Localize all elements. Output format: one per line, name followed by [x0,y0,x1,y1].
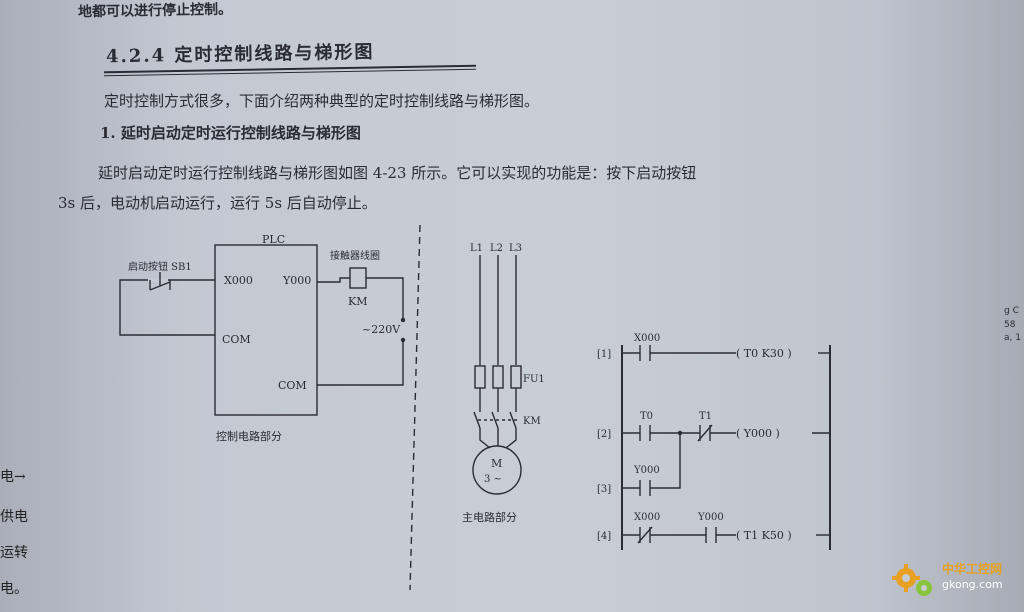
rung2-output: ( Y000 ) [736,427,780,440]
phase-l1-label: L1 [470,243,483,254]
intro-paragraph: 定时控制方式很多，下面介绍两种典型的定时控制线路与梯形图。 [104,92,540,110]
x000-terminal-label: X000 [224,274,253,287]
edge-fragment: 供电 [0,509,28,525]
fuse-l1 [474,365,486,389]
rung2-index: [2] [597,429,611,440]
divider-dashed [409,224,421,591]
rung4-index: [4] [597,531,611,542]
watermark-brand: 中华工控网 [942,562,1003,576]
gkong-gear-logo-icon [892,564,932,596]
subsection-heading: 1. 延时启动定时运行控制线路与梯形图 [100,124,361,142]
body-paragraph-line2: 3s 后，电动机启动运行，运行 5s 后自动停止。 [58,194,377,212]
rung3-contact-label: Y000 [633,465,660,476]
start-button-label: 启动按钮 SB1 [128,260,192,273]
km-contact-l2 [491,411,499,429]
fuse-l2 [492,365,504,389]
com-terminal-label-1: COM [222,333,251,346]
com-wire [317,340,404,386]
motor-m-label: M [491,457,502,470]
rung2-contact1-label: T0 [640,411,653,422]
edge-fragment: 电。 [0,581,28,597]
rung3-index: [3] [597,484,611,495]
start-button-wire [119,279,215,336]
edge-fragment: 电→ [0,469,26,485]
motor-lead-1 [479,428,491,449]
control-circuit-caption: 控制电路部分 [216,429,282,443]
km-contact-l3 [509,411,517,429]
km-coil-label: KM [348,295,367,308]
body-paragraph-line1: 延时启动定时运行控制线路与梯形图如图 4-23 所示。它可以实现的功能是：按下启… [98,164,697,182]
motor-lead-3 [505,428,517,449]
rung4-output: ( T1 K50 ) [736,529,792,542]
rung1-index: [1] [597,349,611,360]
edge-fragment: 运转 [0,545,28,561]
main-km-label: KM [523,416,541,427]
motor-phase-label: 3 ~ [484,474,502,485]
motor-circle [472,445,522,495]
y000-wire [317,277,350,283]
main-circuit-caption: 主电路部分 [462,510,517,524]
phase-l2-label: L2 [490,243,503,254]
km-contact-l1 [473,411,481,429]
y000-terminal-label: Y000 [282,274,311,287]
contactor-coil [349,267,367,289]
fuse-label: FU1 [523,374,545,385]
edge-fragment: g C [1004,306,1019,316]
rung4-contact2-label: Y000 [697,512,724,523]
rung2-contact2-nc-slash [697,424,713,442]
edge-fragment: 58 [1004,320,1016,330]
rung3-branch-wire [650,433,681,489]
contactor-coil-label: 接触器线圈 [330,249,380,262]
rung1-output: ( T0 K30 ) [736,347,792,360]
edge-fragment: a, 1 [1004,333,1021,343]
plc-label: PLC [262,233,285,246]
plc-box [214,244,318,416]
rung2-contact2-label: T1 [699,411,712,422]
ladder-junction [677,430,683,436]
rung1-contact-label: X000 [634,333,660,344]
phase-l3-label: L3 [509,243,522,254]
supply-voltage-label: ~220V [362,323,401,336]
coil-wire [366,277,404,320]
terminal-top [400,317,406,323]
com-terminal-label-2: COM [278,379,307,392]
watermark-url: gkong.com [942,578,1003,591]
terminal-bottom [400,337,406,343]
rung4-contact1-label: X000 [634,512,660,523]
rung4-contact1-nc-slash [637,526,653,544]
fuse-l3 [510,365,522,389]
